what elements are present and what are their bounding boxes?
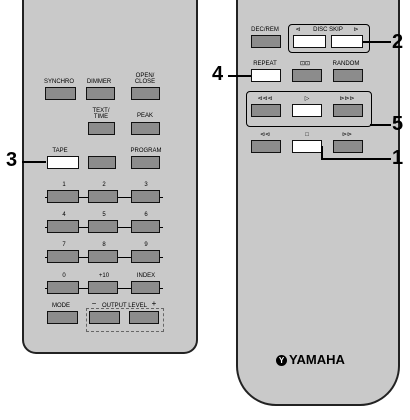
rewind-button[interactable] — [251, 104, 281, 117]
rewind-label: ⊲⊲⊲ — [257, 96, 273, 102]
callout-5: 5 — [392, 113, 404, 135]
output-level-highlight — [86, 308, 164, 332]
callout-3: 3 — [6, 149, 18, 171]
play-label: ▷ — [304, 96, 310, 102]
key-plus10-button[interactable] — [88, 281, 118, 294]
disc-skip-group — [288, 24, 370, 53]
callout-4: 4 — [212, 63, 224, 85]
output-plus-label: + — [151, 299, 157, 308]
key-1-label: 1 — [62, 182, 66, 188]
output-plus-button[interactable] — [129, 311, 159, 324]
key-4-button[interactable] — [47, 220, 79, 233]
callout-1-leader-tick — [321, 146, 323, 160]
dec-rem-label: DEC/REM — [251, 27, 279, 33]
key-0-button[interactable] — [47, 281, 79, 294]
right-remote-body — [236, 0, 400, 406]
ab-label: ⊡⊡ — [299, 61, 311, 67]
key-1-button[interactable] — [47, 190, 79, 203]
callout-4-leader — [228, 75, 251, 77]
callout-2-leader — [363, 41, 391, 43]
key-7-label: 7 — [62, 242, 66, 248]
program-button[interactable] — [131, 156, 160, 169]
callout-3-leader — [22, 161, 46, 163]
yamaha-wordmark: YAMAHA — [289, 352, 345, 367]
mode-label: MODE — [52, 303, 70, 309]
key-8-label: 8 — [102, 242, 106, 248]
transport-group — [246, 91, 372, 127]
next-label: ⊳ — [353, 27, 359, 33]
output-level-label: OUTPUT LEVEL — [102, 303, 147, 309]
yamaha-tuning-fork-icon: Y — [276, 355, 287, 366]
index-button[interactable] — [131, 281, 160, 294]
key-9-label: 9 — [144, 242, 148, 248]
callout-5-leader — [370, 124, 391, 126]
index-label: INDEX — [136, 273, 156, 279]
open-close-button[interactable] — [131, 87, 160, 100]
repeat-label: REPEAT — [253, 61, 277, 67]
search-back-button[interactable] — [251, 140, 281, 153]
left-remote-body — [22, 0, 198, 354]
blank-button[interactable] — [88, 156, 116, 169]
callout-1: 1 — [392, 147, 404, 169]
text-time-button[interactable] — [88, 122, 115, 135]
search-fwd-label: ⊳⊳ — [341, 132, 353, 138]
key-5-button[interactable] — [88, 220, 118, 233]
disc-skip-next-button[interactable] — [331, 35, 363, 48]
key-9-button[interactable] — [131, 250, 160, 263]
sync-button[interactable] — [45, 87, 76, 100]
callout-2: 2 — [392, 31, 404, 53]
disc-skip-prev-button[interactable] — [293, 35, 326, 48]
key-0-label: 0 — [62, 273, 66, 279]
random-label: RANDOM — [332, 61, 360, 67]
key-2-label: 2 — [102, 182, 106, 188]
tape-label: TAPE — [52, 148, 68, 154]
key-6-label: 6 — [144, 212, 148, 218]
stop-button[interactable] — [292, 140, 322, 153]
repeat-button[interactable] — [251, 69, 281, 82]
output-minus-label: − — [91, 299, 97, 308]
search-fwd-button[interactable] — [333, 140, 363, 153]
key-5-label: 5 — [102, 212, 106, 218]
dimmer-button[interactable] — [86, 87, 115, 100]
fast-forward-label: ⊳⊳⊳ — [339, 96, 355, 102]
play-button[interactable] — [292, 104, 322, 117]
stop-label: □ — [305, 132, 309, 138]
prev-label: ⊲ — [295, 27, 301, 33]
key-6-button[interactable] — [131, 220, 160, 233]
callout-1-leader — [322, 158, 391, 160]
random-button[interactable] — [333, 69, 363, 82]
peak-label: PEAK — [136, 113, 153, 119]
output-minus-button[interactable] — [89, 311, 120, 324]
key-3-button[interactable] — [131, 190, 160, 203]
key-4-label: 4 — [62, 212, 66, 218]
search-back-label: ⊲⊲ — [259, 132, 271, 138]
key-plus10-label: +10 — [98, 273, 110, 279]
sync-label: SYNCHRO — [44, 79, 75, 85]
key-3-label: 3 — [144, 182, 148, 188]
open-close-label: OPEN/ CLOSE — [134, 73, 156, 85]
mode-button[interactable] — [47, 311, 78, 324]
dec-rem-button[interactable] — [251, 35, 281, 48]
tape-button[interactable] — [47, 156, 79, 169]
key-8-button[interactable] — [88, 250, 118, 263]
ab-repeat-button[interactable] — [292, 69, 322, 82]
disc-skip-label: DISC SKIP — [313, 27, 343, 33]
key-2-button[interactable] — [88, 190, 118, 203]
key-7-button[interactable] — [47, 250, 79, 263]
program-label: PROGRAM — [130, 148, 162, 154]
dimmer-label: DIMMER — [86, 79, 112, 85]
fast-forward-button[interactable] — [333, 104, 363, 117]
peak-button[interactable] — [131, 122, 160, 135]
text-time-label: TEXT/ TIME — [92, 108, 110, 120]
